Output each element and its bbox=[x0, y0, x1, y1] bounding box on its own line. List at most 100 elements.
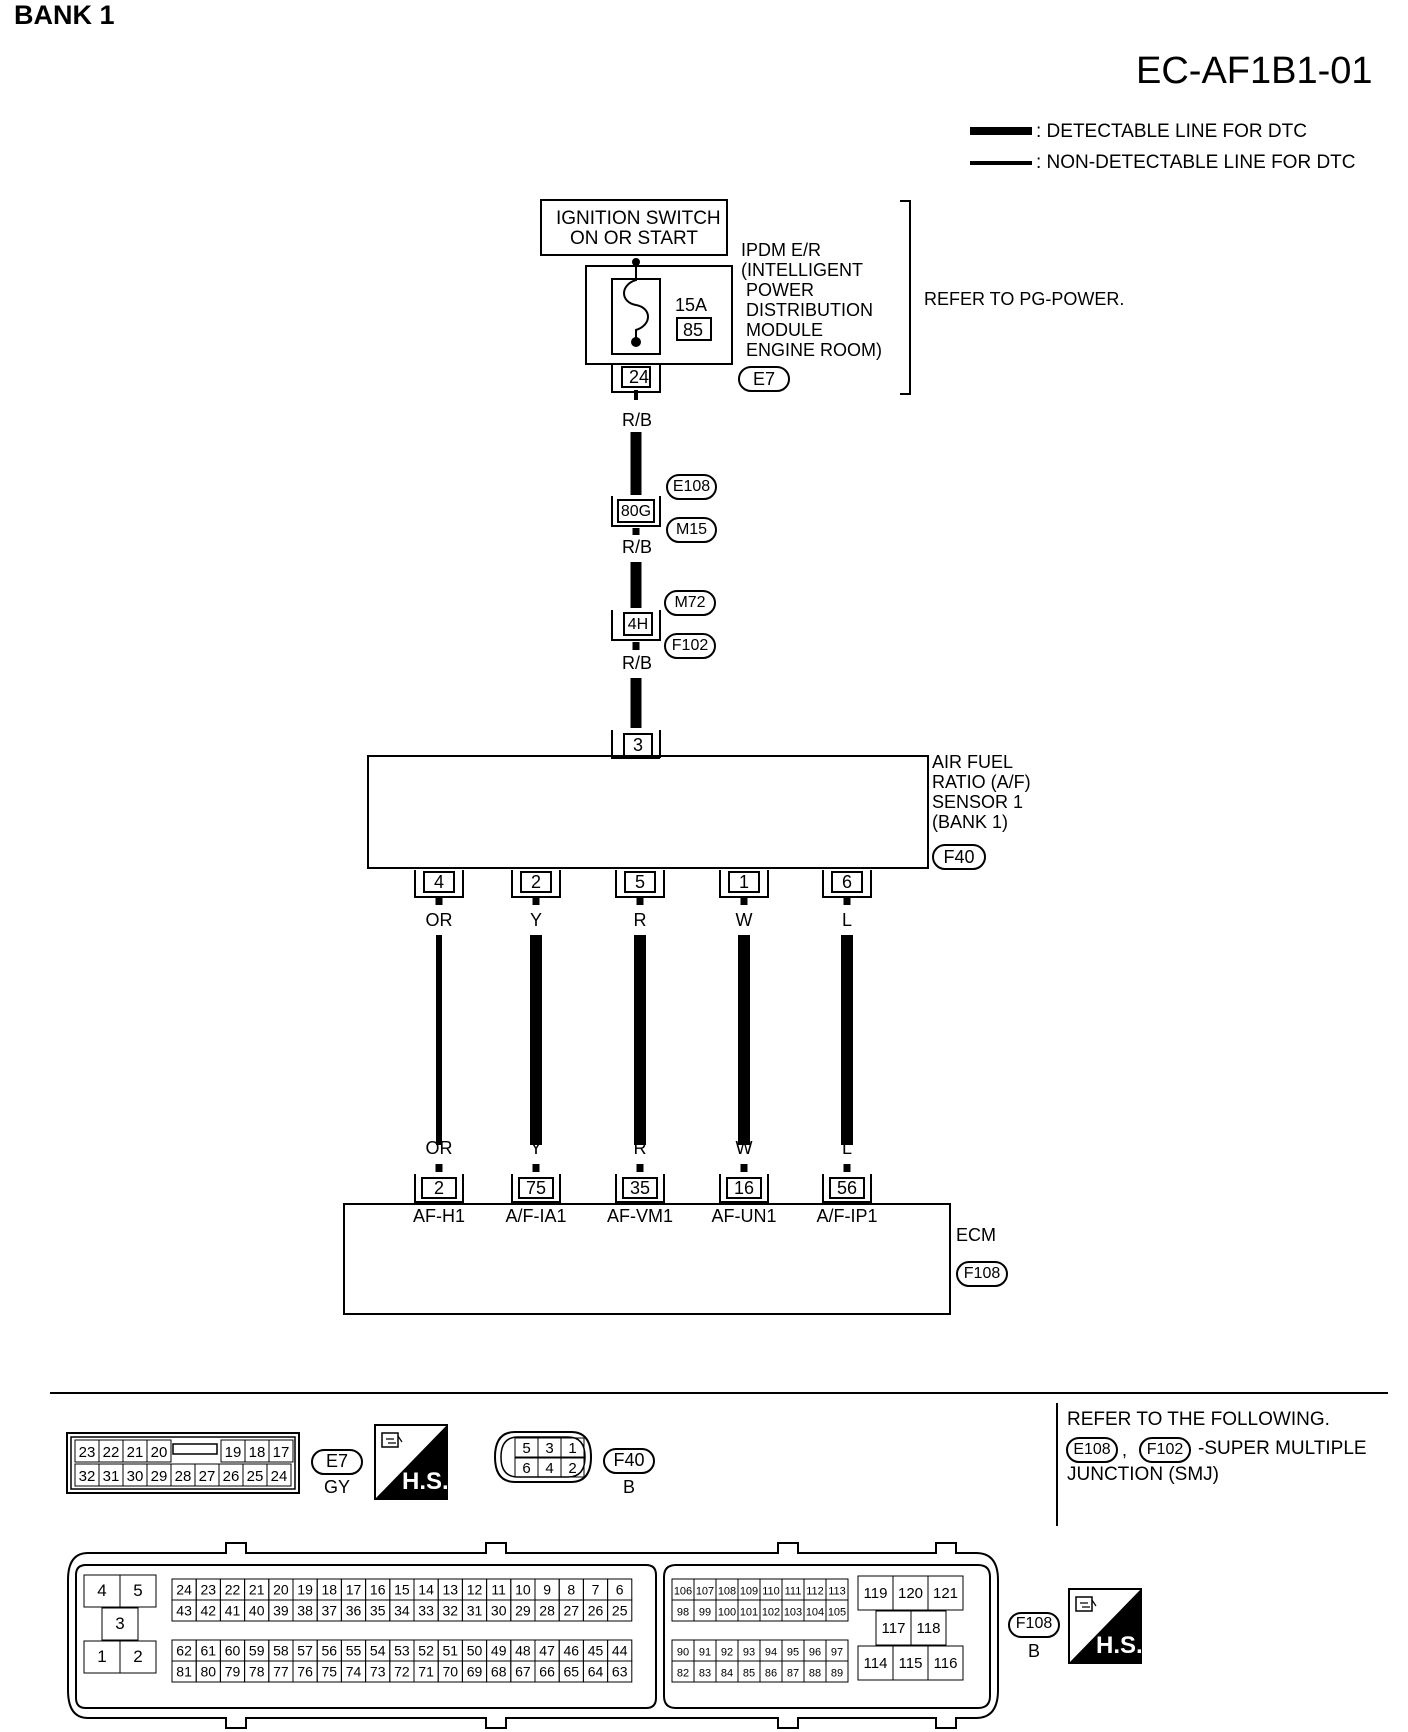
f108-pin-number: 67 bbox=[515, 1664, 531, 1680]
f108-pin-number: 43 bbox=[176, 1603, 192, 1619]
f108-pin-number: 21 bbox=[249, 1582, 265, 1598]
f40-pin-number: 4 bbox=[545, 1460, 553, 1477]
sensor-name-line: AIR FUEL bbox=[932, 752, 1014, 772]
ecm-signal-name: A/F-IA1 bbox=[505, 1206, 567, 1226]
f108-pin-number: 12 bbox=[467, 1582, 483, 1598]
f108-pin-cell bbox=[927, 1645, 964, 1681]
ecm-pin-number: 16 bbox=[733, 1178, 755, 1198]
bank-label: BANK 1 bbox=[14, 0, 115, 30]
f108-pin-cell bbox=[119, 1574, 157, 1608]
f108-pin-number: 120 bbox=[898, 1585, 923, 1602]
f108-pin-number: 100 bbox=[718, 1607, 736, 1619]
f40-pin-number: 2 bbox=[568, 1460, 576, 1477]
e7-pin-number: 18 bbox=[249, 1444, 266, 1461]
f108-pin-number: 94 bbox=[765, 1647, 777, 1659]
reference-conn2: F102 bbox=[1146, 1441, 1184, 1458]
f108-pin-number: 106 bbox=[674, 1586, 692, 1598]
f108-pin-number: 33 bbox=[418, 1603, 434, 1619]
wire-color-top: R bbox=[633, 910, 647, 930]
wire-color-top: W bbox=[735, 910, 753, 930]
f108-pin-number: 89 bbox=[831, 1668, 843, 1680]
e7-pin-number: 26 bbox=[223, 1468, 240, 1485]
f108-color: B bbox=[1027, 1641, 1040, 1661]
ipdm-line: IPDM E/R bbox=[741, 240, 822, 260]
f108-pin-number: 16 bbox=[370, 1582, 386, 1598]
f108-pin-number: 31 bbox=[467, 1603, 483, 1619]
ipdm-line: DISTRIBUTION bbox=[746, 300, 874, 320]
f108-pin-number: 86 bbox=[765, 1668, 777, 1680]
e7-pin-number: 32 bbox=[79, 1468, 96, 1485]
wire-color-bottom: W bbox=[735, 1138, 753, 1158]
reference-line1-suffix: -SUPER MULTIPLE bbox=[1198, 1438, 1367, 1459]
f108-pin-number: 73 bbox=[370, 1664, 386, 1680]
hs-badge-text: H.S. bbox=[402, 1468, 449, 1495]
sensor-pin-number: 6 bbox=[841, 872, 852, 892]
f108-pin-number: 97 bbox=[831, 1647, 843, 1659]
e7-pin-cell bbox=[268, 1439, 294, 1463]
f40-pin-cell bbox=[560, 1457, 585, 1478]
f108-pin-number: 32 bbox=[443, 1603, 459, 1619]
f108-pin-number: 82 bbox=[677, 1668, 689, 1680]
f108-pin-number: 81 bbox=[176, 1664, 192, 1680]
f108-pin-number: 102 bbox=[762, 1607, 780, 1619]
e7-pin-cell bbox=[266, 1463, 292, 1487]
f108-pin-number: 48 bbox=[515, 1643, 531, 1659]
wire-color-bottom: R bbox=[633, 1138, 647, 1158]
fuse-number: 85 bbox=[683, 320, 704, 340]
ignition-line-2: ON OR START bbox=[569, 228, 699, 249]
ipdm-box bbox=[585, 265, 733, 365]
sensor-name: AIR FUEL RATIO (A/F) SENSOR 1 (BANK 1) bbox=[932, 752, 1031, 832]
f108-pin-number: 18 bbox=[322, 1582, 338, 1598]
f108-pin-number: 28 bbox=[539, 1603, 555, 1619]
ipdm-line: POWER bbox=[746, 280, 815, 300]
f108-pin-number: 116 bbox=[934, 1655, 958, 1672]
f108-pin-number: 41 bbox=[225, 1603, 241, 1619]
sensor-pin-number: 1 bbox=[738, 872, 749, 892]
f108-pin-number: 3 bbox=[115, 1614, 124, 1633]
f108-pin-number: 104 bbox=[806, 1607, 824, 1619]
f108-pin-number: 11 bbox=[491, 1582, 506, 1598]
f108-pin-number: 117 bbox=[882, 1620, 906, 1637]
f108-pin-number: 40 bbox=[249, 1603, 265, 1619]
f108-pin-number: 79 bbox=[225, 1664, 241, 1680]
f108-pin-number: 4 bbox=[97, 1581, 106, 1600]
junction2-pin: 4H bbox=[627, 616, 649, 633]
e7-color: GY bbox=[323, 1477, 350, 1497]
f108-pin-number: 53 bbox=[394, 1643, 410, 1659]
f108-pin-number: 46 bbox=[564, 1643, 580, 1659]
f108-pin-number: 62 bbox=[176, 1643, 192, 1659]
f108-pin-number: 20 bbox=[273, 1582, 289, 1598]
f108-pin-cell bbox=[101, 1607, 139, 1641]
f108-pin-number: 108 bbox=[718, 1586, 736, 1598]
wire-color-bottom: OR bbox=[425, 1138, 453, 1158]
reference-line2: JUNCTION (SMJ) bbox=[1067, 1464, 1219, 1485]
f108-pin-number: 8 bbox=[567, 1582, 575, 1598]
f40-label: F40 bbox=[613, 1450, 645, 1470]
f108-pin-number: 14 bbox=[418, 1582, 434, 1598]
f108-pin-number: 90 bbox=[677, 1647, 689, 1659]
f108-pin-number: 58 bbox=[273, 1643, 289, 1659]
reference-connector-bubbles bbox=[1066, 1437, 1191, 1463]
ecm-pin-bracket bbox=[414, 1174, 464, 1203]
f40-pin-number: 1 bbox=[568, 1440, 576, 1457]
ecm-signal-name: AF-VM1 bbox=[606, 1206, 673, 1226]
f108-pin-number: 1 bbox=[97, 1647, 106, 1666]
junction2-connector-bottom: F102 bbox=[671, 637, 709, 654]
f108-connector-bubble bbox=[1008, 1612, 1060, 1638]
f108-pin-number: 45 bbox=[588, 1643, 604, 1659]
e7-pin-number: 28 bbox=[175, 1468, 192, 1485]
f108-pin-number: 50 bbox=[467, 1643, 483, 1659]
f108-pin-number: 36 bbox=[346, 1603, 362, 1619]
f108-pin-number: 7 bbox=[592, 1582, 600, 1598]
f108-pin-number: 101 bbox=[740, 1607, 758, 1619]
e7-pin-cell bbox=[146, 1439, 172, 1463]
f108-pin-number: 60 bbox=[225, 1643, 241, 1659]
f108-pin-number: 64 bbox=[588, 1664, 604, 1680]
f108-pin-number: 72 bbox=[394, 1664, 410, 1680]
f40-pin-number: 6 bbox=[522, 1460, 530, 1477]
f108-pin-number: 9 bbox=[543, 1582, 551, 1598]
junction1-connector-top: E108 bbox=[672, 478, 711, 495]
f108-pin-number: 96 bbox=[809, 1647, 821, 1659]
